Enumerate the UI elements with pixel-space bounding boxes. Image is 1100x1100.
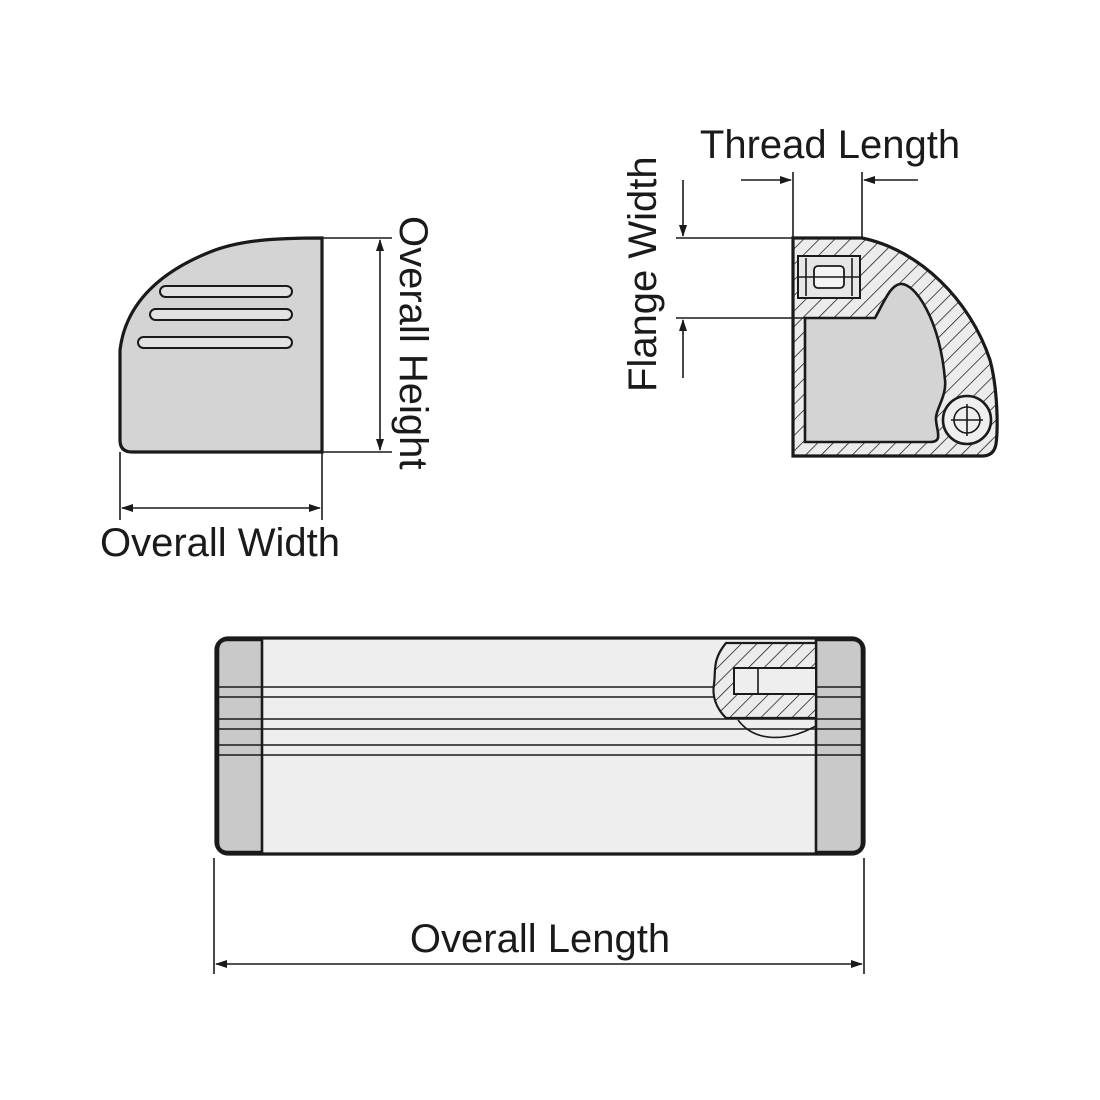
right-end-cap bbox=[814, 638, 864, 854]
left-end-cap bbox=[216, 638, 264, 854]
overall-width-label: Overall Width bbox=[100, 521, 340, 565]
overall-height-label: Overall Height bbox=[391, 216, 435, 469]
side-view: Overall Height Overall Width bbox=[100, 216, 435, 565]
breakout-section bbox=[712, 641, 818, 739]
overall-length-label: Overall Length bbox=[410, 917, 670, 961]
grip-grooves bbox=[137, 285, 293, 349]
pivot-hole bbox=[941, 394, 993, 446]
front-view: Overall Length bbox=[213, 636, 866, 974]
thread-length-label: Thread Length bbox=[700, 123, 960, 167]
section-inner-cavity bbox=[803, 282, 947, 444]
front-view-body bbox=[214, 636, 866, 856]
flange-width-label: Flange Width bbox=[621, 156, 665, 392]
threaded-insert bbox=[797, 255, 861, 299]
section-view: Thread Length Flange Width bbox=[621, 123, 999, 458]
